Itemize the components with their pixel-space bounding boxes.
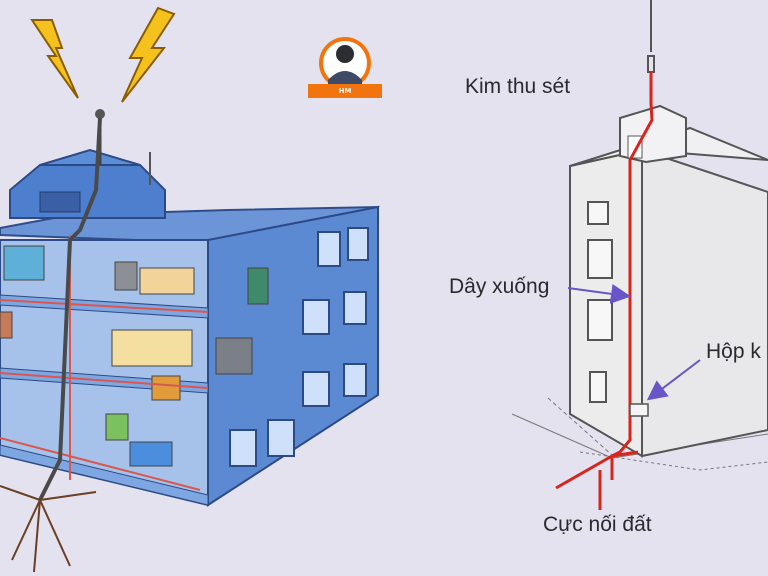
antenna-tip bbox=[95, 109, 105, 119]
air-terminal-rod bbox=[647, 0, 655, 73]
earth-electrode-label: Cực nối đất bbox=[543, 513, 652, 536]
logo-text: HM bbox=[338, 87, 352, 95]
turret-window bbox=[39, 191, 81, 213]
down-conductor bbox=[611, 72, 654, 458]
label-arrow bbox=[567, 283, 631, 304]
left-building-illustration bbox=[0, 6, 380, 573]
earth-electrode bbox=[555, 450, 639, 510]
air-terminal-label: Kim thu sét bbox=[465, 75, 571, 98]
brand-logo bbox=[308, 37, 382, 98]
grounding-rods bbox=[0, 485, 97, 573]
roof-dome bbox=[39, 148, 141, 166]
right-building-illustration bbox=[511, 0, 768, 510]
down-conductor-label: Dây xuống bbox=[449, 275, 550, 298]
lightning-bolt-icon bbox=[30, 19, 79, 99]
label-arrow bbox=[646, 359, 701, 401]
facade-windows bbox=[229, 227, 369, 467]
lightning-bolt-icon bbox=[121, 6, 176, 103]
floor-slab bbox=[0, 444, 209, 506]
test-box-label: Hộp k bbox=[706, 340, 761, 363]
building-windows bbox=[587, 201, 613, 403]
equipment bbox=[0, 245, 269, 467]
down-conductor-left bbox=[38, 117, 102, 501]
building-side-face bbox=[641, 148, 768, 458]
test-box bbox=[629, 403, 649, 417]
